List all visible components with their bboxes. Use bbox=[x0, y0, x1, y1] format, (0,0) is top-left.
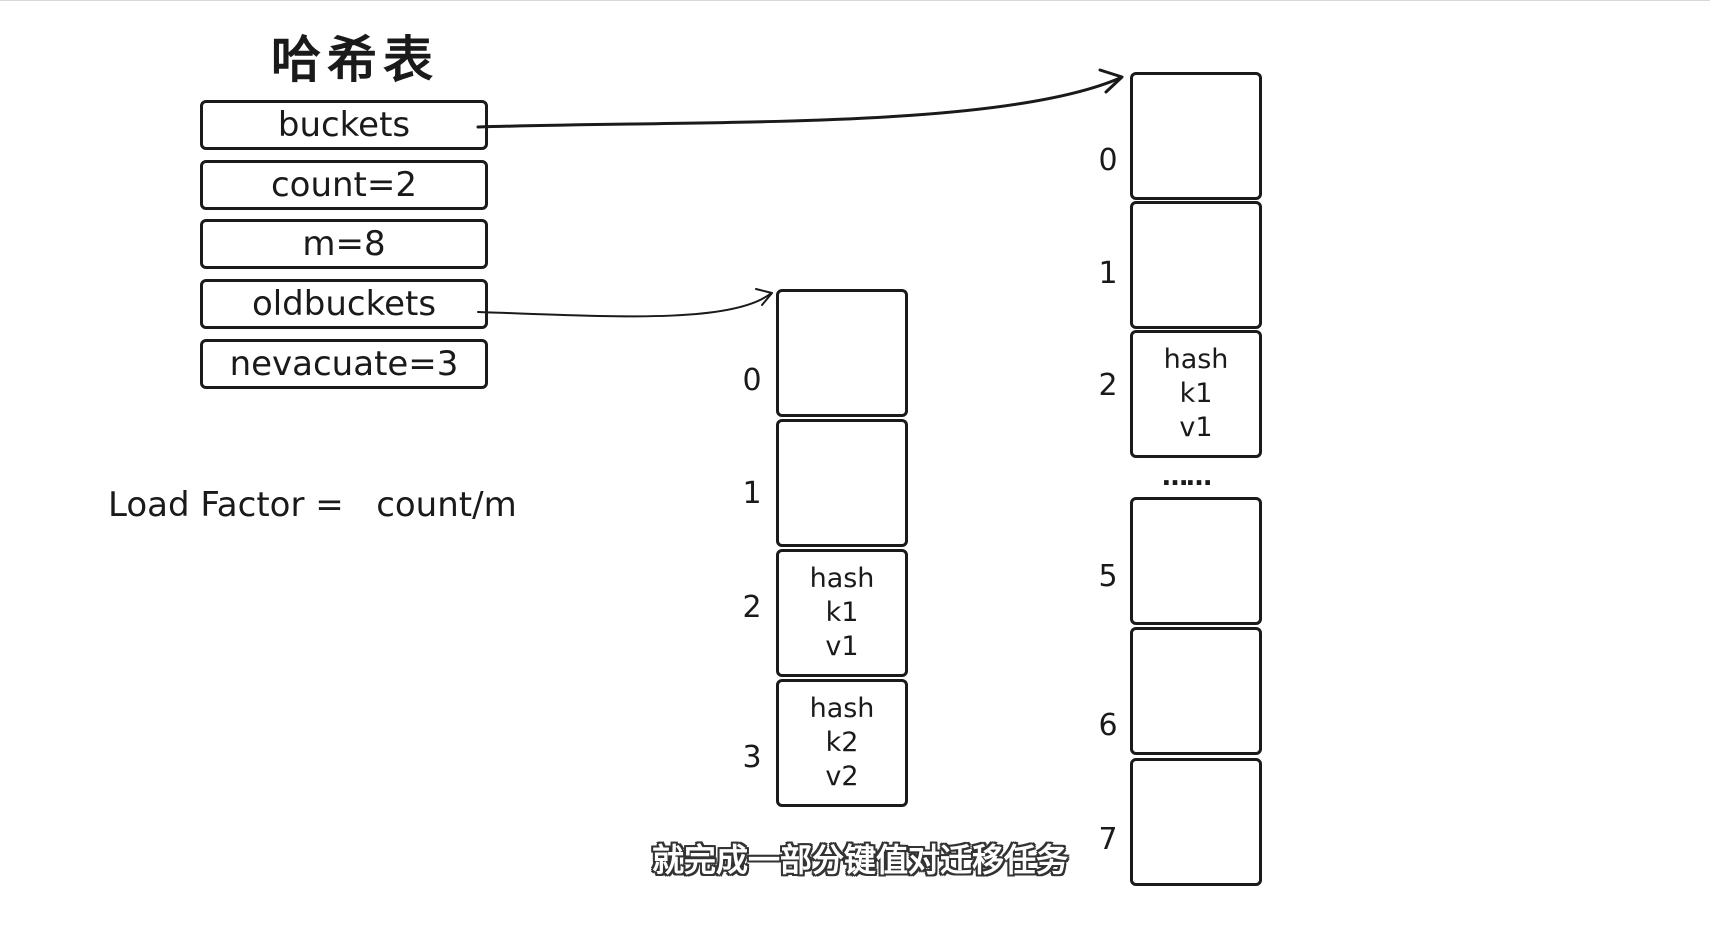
oldbuckets-arrowhead bbox=[755, 288, 773, 306]
top-divider bbox=[0, 0, 1710, 1]
bucket-hash-label: hash bbox=[809, 693, 875, 724]
old-bucket-cell bbox=[776, 289, 908, 417]
bucket-value-label: v1 bbox=[825, 631, 859, 662]
old-bucket-cell bbox=[776, 419, 908, 547]
old-bucket-cell: hash k1 v1 bbox=[776, 549, 908, 677]
bucket-key-label: k1 bbox=[1179, 378, 1213, 409]
formula-left: Load Factor = bbox=[108, 485, 344, 525]
new-bucket-index: 5 bbox=[1098, 559, 1118, 594]
ellipsis: …… bbox=[1162, 462, 1212, 492]
old-bucket-index: 3 bbox=[742, 740, 762, 775]
oldbuckets-arrow bbox=[477, 293, 771, 318]
field-oldbuckets: oldbuckets bbox=[200, 279, 488, 329]
field-buckets: buckets bbox=[200, 100, 488, 150]
field-count: count=2 bbox=[200, 160, 488, 210]
new-bucket-index: 1 bbox=[1098, 256, 1118, 291]
bucket-key-label: k2 bbox=[825, 727, 859, 758]
load-factor-formula: Load Factor = count/m bbox=[108, 485, 517, 525]
bucket-value-label: v1 bbox=[1179, 412, 1213, 443]
diagram-title: 哈希表 bbox=[271, 30, 439, 89]
bucket-value-label: v2 bbox=[825, 761, 859, 792]
buckets-arrow bbox=[476, 76, 1122, 129]
field-m: m=8 bbox=[200, 219, 488, 269]
buckets-arrowhead bbox=[1098, 68, 1124, 94]
field-nevacuate: nevacuate=3 bbox=[200, 339, 488, 389]
old-bucket-index: 2 bbox=[742, 590, 762, 625]
new-bucket-index: 2 bbox=[1098, 368, 1118, 403]
bucket-key-label: k1 bbox=[825, 597, 859, 628]
new-bucket-cell: hash k1 v1 bbox=[1130, 330, 1262, 458]
video-subtitle: 就完成一部分键值对迁移任务 bbox=[651, 841, 1068, 879]
formula-right: count/m bbox=[376, 485, 517, 525]
new-bucket-cell bbox=[1130, 72, 1262, 200]
new-bucket-cell bbox=[1130, 201, 1262, 329]
new-bucket-index: 0 bbox=[1098, 143, 1118, 178]
new-bucket-cell bbox=[1130, 497, 1262, 625]
new-bucket-cell bbox=[1130, 627, 1262, 755]
new-bucket-index: 6 bbox=[1098, 708, 1118, 743]
new-bucket-cell bbox=[1130, 758, 1262, 886]
new-bucket-index: 7 bbox=[1098, 822, 1118, 857]
old-bucket-index: 1 bbox=[742, 476, 762, 511]
bucket-hash-label: hash bbox=[1163, 344, 1229, 375]
old-bucket-cell: hash k2 v2 bbox=[776, 679, 908, 807]
bucket-hash-label: hash bbox=[809, 563, 875, 594]
old-bucket-index: 0 bbox=[742, 363, 762, 398]
